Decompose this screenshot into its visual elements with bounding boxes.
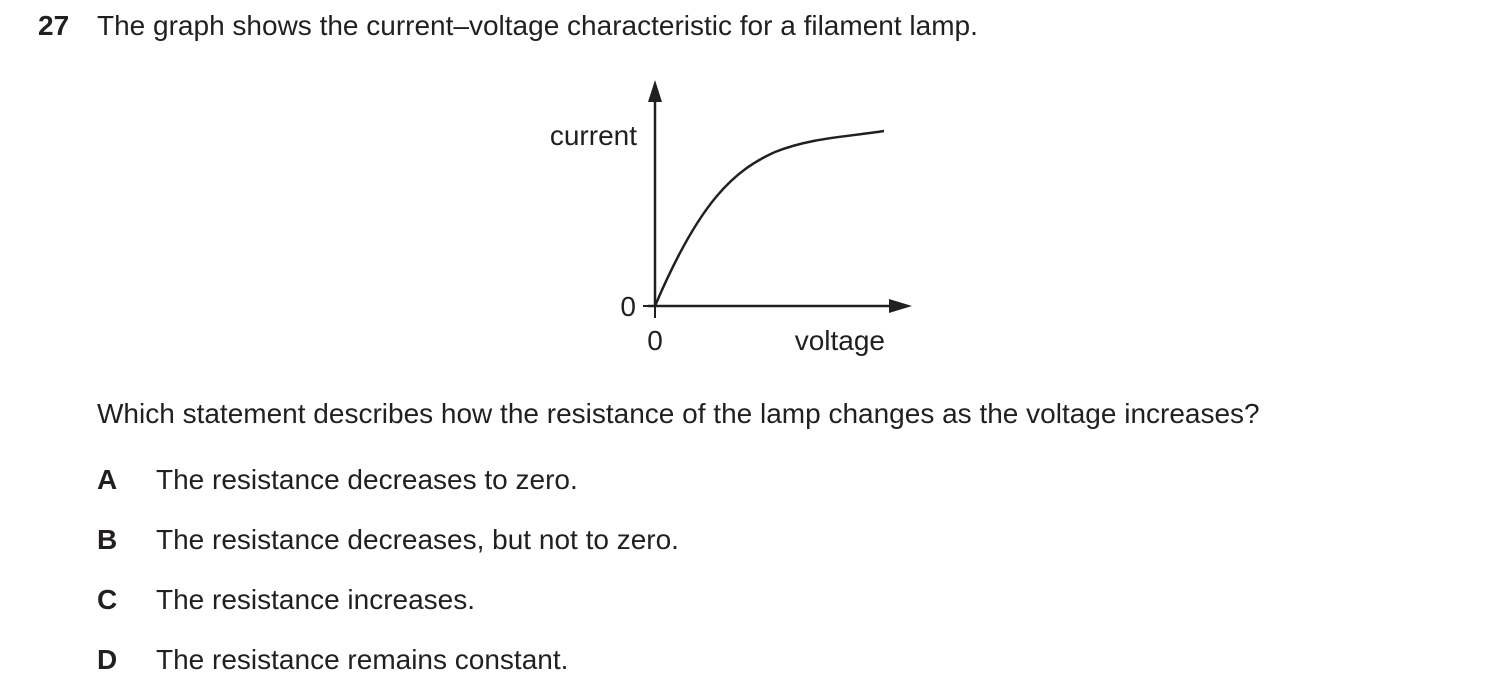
x-axis-label: voltage (795, 325, 885, 356)
question-number: 27 (38, 10, 70, 41)
option-letter: C (97, 584, 118, 615)
option-letter: B (97, 524, 118, 555)
option-letter: A (97, 464, 118, 495)
option-text: The resistance increases. (156, 584, 476, 615)
y-axis-arrowhead (648, 80, 662, 102)
option-text: The resistance remains constant. (156, 644, 569, 675)
x-axis-arrowhead (889, 299, 912, 313)
x-origin-label: 0 (647, 325, 663, 356)
question-prompt: Which statement describes how the resist… (97, 398, 1260, 429)
option-text: The resistance decreases, but not to zer… (156, 524, 679, 555)
characteristic-curve (653, 129, 885, 307)
y-origin-label: 0 (620, 291, 636, 322)
option-text: The resistance decreases to zero. (156, 464, 578, 495)
option-letter: D (97, 644, 118, 675)
question-stem: The graph shows the current–voltage char… (97, 10, 978, 41)
y-axis-label: current (550, 120, 637, 151)
